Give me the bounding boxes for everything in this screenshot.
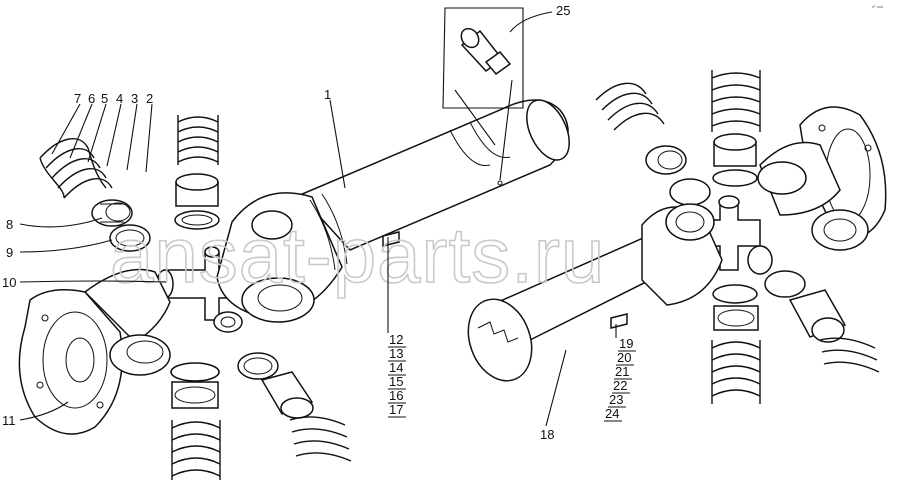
left-flange-yoke xyxy=(18,268,171,435)
right-left-seal xyxy=(669,178,711,206)
right-bottom-spring xyxy=(711,340,761,404)
grease-nipple xyxy=(442,7,524,181)
callout-23: 23 xyxy=(609,392,623,407)
right-bottom-cup xyxy=(713,305,759,331)
callout-19: 19 xyxy=(619,336,633,351)
callout-labels: 7 6 5 4 3 2 8 9 10 11 1 25 18 12 13 14 1… xyxy=(2,3,636,442)
callout-18: 18 xyxy=(540,427,554,442)
left-cross-right-cup xyxy=(260,371,314,419)
callout-11: 11 xyxy=(2,413,16,428)
callout-20: 20 xyxy=(617,350,631,365)
callout-25: 25 xyxy=(556,3,570,18)
left-bearing-cup xyxy=(91,199,133,227)
left-seal-ring xyxy=(109,224,151,252)
callout-9: 9 xyxy=(6,245,13,260)
callout-4: 4 xyxy=(116,91,123,106)
right-lower-seal xyxy=(764,270,806,298)
right-left-spring xyxy=(595,82,665,131)
callout-5: 5 xyxy=(101,91,108,106)
left-cross-bottom-spring xyxy=(171,420,221,480)
splined-sleeve-yoke xyxy=(467,203,723,382)
callout-14: 14 xyxy=(389,360,403,375)
left-cross-right-seal xyxy=(237,352,279,380)
callout-15: 15 xyxy=(389,374,403,389)
left-cross-top-cup xyxy=(174,173,220,230)
callout-16: 16 xyxy=(389,388,403,403)
right-lower-cup xyxy=(788,289,847,343)
right-left-cup xyxy=(645,145,687,175)
callout-17: 17 xyxy=(389,402,403,417)
leader-lines xyxy=(19,11,617,427)
callout-21: 21 xyxy=(615,364,629,379)
left-upper-spring xyxy=(39,138,113,199)
callout-24: 24 xyxy=(605,406,619,421)
right-lower-spring xyxy=(819,337,880,373)
callout-22: 22 xyxy=(613,378,627,393)
callout-13: 13 xyxy=(389,346,403,361)
left-cross-bottom-cup xyxy=(170,362,220,409)
callout-7: 7 xyxy=(74,91,81,106)
right-upper-spring xyxy=(711,70,761,132)
center-shaft xyxy=(216,99,570,323)
callout-10: 10 xyxy=(2,275,16,290)
corner-note: sº ooo xyxy=(872,4,884,9)
right-bottom-seal xyxy=(712,284,758,304)
callout-12: 12 xyxy=(389,332,403,347)
left-cross-top-spring xyxy=(177,115,219,165)
watermark: ansat-parts.ru xyxy=(110,211,605,299)
callout-3: 3 xyxy=(131,91,138,106)
callout-6: 6 xyxy=(88,91,95,106)
callout-8: 8 xyxy=(6,217,13,232)
right-flange-yoke xyxy=(757,106,887,251)
right-upper-cup xyxy=(712,133,758,187)
left-cross-right-spring xyxy=(289,416,352,462)
callout-1: 1 xyxy=(324,87,331,102)
callout-2: 2 xyxy=(146,91,153,106)
